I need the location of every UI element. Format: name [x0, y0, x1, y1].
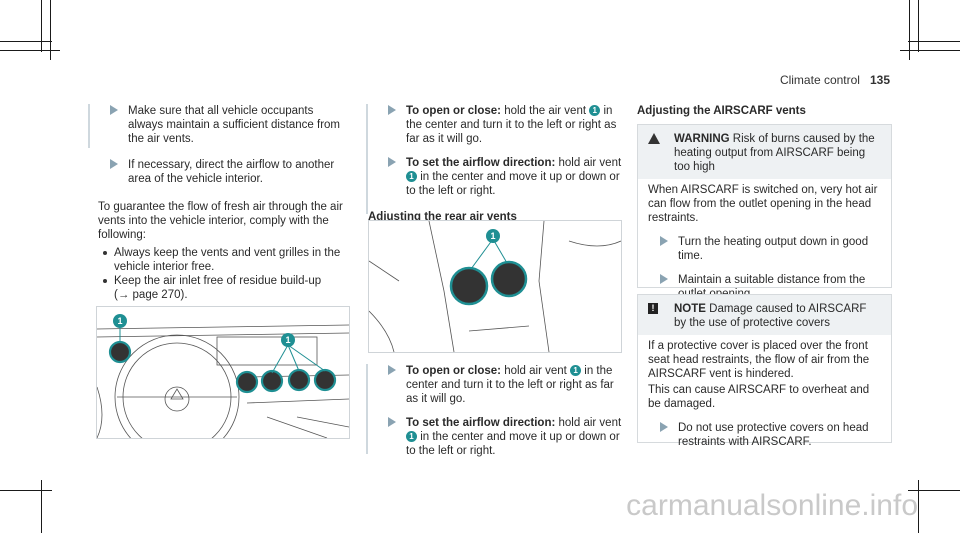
callout-number: 1 [113, 314, 127, 328]
instruction-step: Turn the heating output down in good tim… [660, 235, 881, 263]
instruction-step: To open or close: hold the air vent 1 in… [388, 104, 628, 146]
crop-mark [50, 0, 51, 60]
callout-number: 1 [406, 431, 417, 443]
paragraph: To guarantee the flow of fresh air throu… [98, 201, 343, 241]
instruction-step: Make sure that all vehicle occupants alw… [110, 104, 350, 146]
section-heading: Adjusting the AIRSCARF vents [637, 105, 806, 117]
crop-mark [0, 490, 52, 491]
arrow-icon [388, 105, 396, 115]
callout-number: 1 [406, 171, 417, 183]
crop-mark [41, 480, 42, 533]
warning-box: WARNING Risk of burns caused by the heat… [637, 124, 892, 300]
crop-mark [908, 490, 960, 491]
callout-number: 1 [486, 229, 500, 243]
arrow-icon [660, 274, 668, 284]
page-reference[interactable]: (→ page 270). [114, 289, 188, 301]
crop-mark [908, 41, 960, 42]
crop-mark [918, 480, 919, 533]
column-2: To open or close: hold the air vent 1 in… [366, 104, 628, 224]
arrow-icon [388, 365, 396, 375]
note-label: NOTE [674, 303, 706, 315]
crop-mark [909, 0, 910, 60]
note-header: ! NOTE Damage caused to AIRSCARF by the … [638, 295, 891, 335]
separator [88, 104, 90, 148]
instruction-step: To open or close: hold air vent 1 in the… [388, 364, 628, 406]
warning-icon [648, 133, 660, 144]
page-number: 135 [869, 73, 890, 87]
note-box: ! NOTE Damage caused to AIRSCARF by the … [637, 294, 892, 448]
rear-console-drawing [369, 221, 621, 352]
dashboard-vents-illustration: 1 1 [96, 306, 350, 439]
callout-number: 1 [570, 365, 582, 377]
separator [366, 364, 368, 454]
callout-number: 1 [281, 333, 295, 347]
separator [366, 104, 368, 214]
instruction-step: If necessary, direct the airflow to anot… [110, 158, 350, 186]
crop-mark [0, 50, 60, 51]
bullet-icon [103, 279, 107, 283]
callout-number: 1 [589, 105, 601, 117]
section-title: Climate control [779, 73, 860, 87]
rear-vents-illustration: 1 [368, 220, 622, 353]
column-1: Make sure that all vehicle occupants alw… [88, 104, 350, 302]
instruction-step: Do not use protective covers on head res… [660, 421, 881, 449]
note-body: If a protective cover is placed over the… [638, 335, 891, 453]
dashboard-drawing [97, 324, 349, 438]
arrow-icon [110, 159, 118, 169]
crop-mark [900, 50, 960, 51]
warning-body: When AIRSCARF is switched on, very hot a… [638, 179, 891, 305]
instruction-step: To set the airflow direction: hold air v… [388, 416, 628, 458]
crop-mark [918, 0, 919, 52]
arrow-icon [388, 417, 396, 427]
arrow-icon [110, 105, 118, 115]
crop-mark [0, 41, 52, 42]
notice-icon: ! [648, 303, 658, 314]
arrow-icon [388, 157, 396, 167]
warning-label: WARNING [674, 133, 730, 145]
page-header: Climate control 135 [780, 73, 890, 87]
instruction-step: To set the airflow direction: hold air v… [388, 156, 628, 198]
list-item: Always keep the vents and vent grilles i… [100, 246, 350, 274]
list-item: Keep the air inlet free of residue build… [100, 274, 350, 302]
bullet-icon [103, 251, 107, 255]
column-2-lower: To open or close: hold air vent 1 in the… [366, 364, 628, 458]
watermark: carmanualsonline.info [626, 489, 918, 522]
warning-header: WARNING Risk of burns caused by the heat… [638, 125, 891, 179]
arrow-icon [660, 236, 668, 246]
crop-mark [41, 0, 42, 52]
arrow-icon [660, 422, 668, 432]
